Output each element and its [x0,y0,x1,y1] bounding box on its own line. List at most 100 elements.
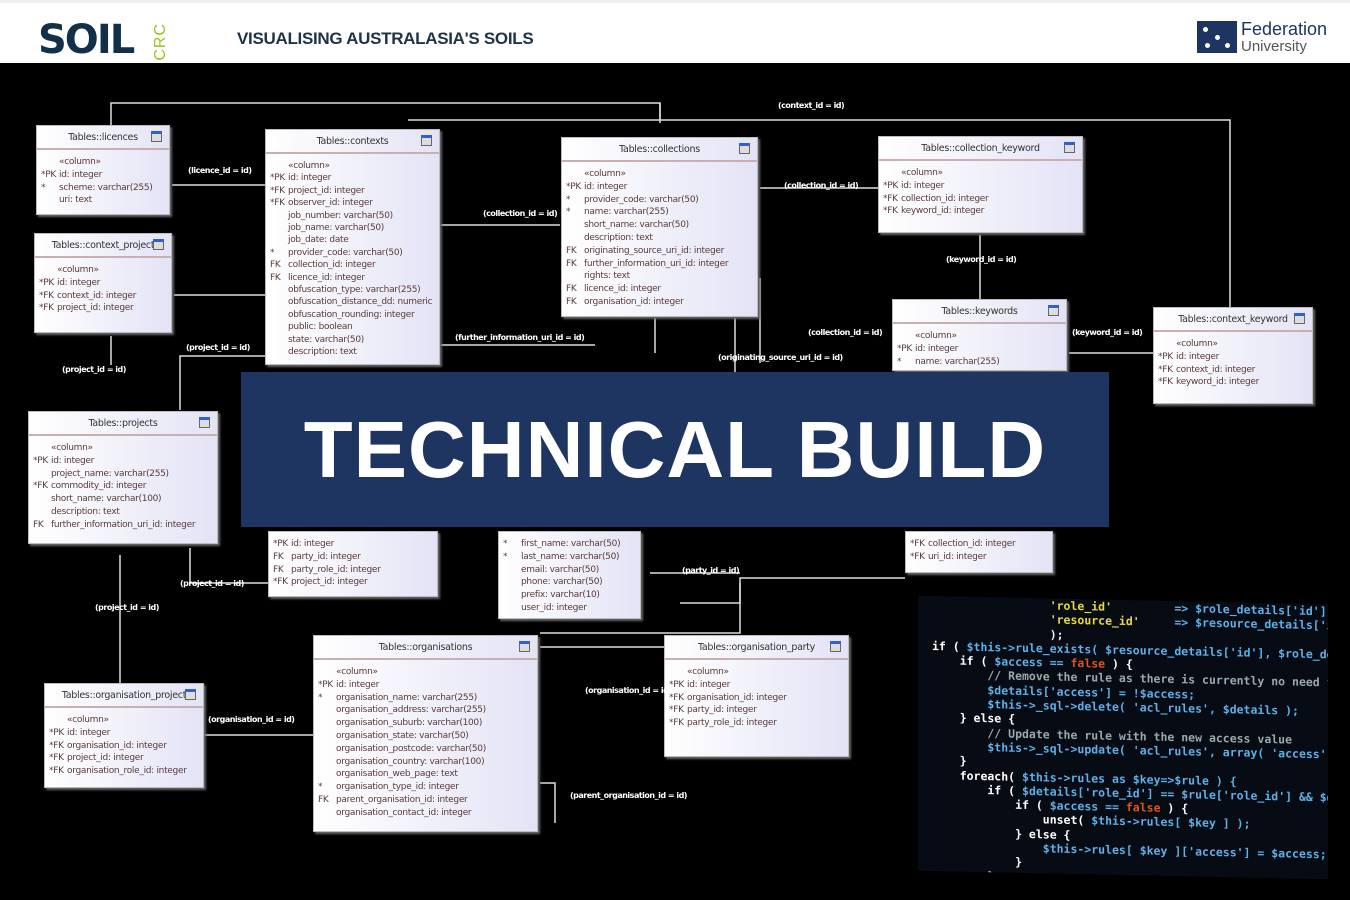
column-def: party_id: integer [291,551,361,562]
column-key: *PK [566,181,581,192]
column-def: organisation_state: varchar(50) [336,730,469,741]
banner-title: TECHNICAL BUILD [303,404,1047,494]
code-token: $this->rules[ $key ] ); [1091,813,1251,832]
table-column: «column» [39,264,167,277]
column-key: *PK [41,169,56,180]
column-key: FK [318,794,329,805]
column-def: licence_id: integer [288,272,365,283]
column-key: * [41,182,46,193]
code-token: ) { [1105,656,1133,672]
column-key: * [566,207,571,218]
column-def: «column» [584,169,626,179]
column-def: public: boolean [288,322,353,333]
column-def: organisation_id: integer [687,692,787,703]
table-column: «column» [270,160,435,172]
table-column: «column» [566,168,753,181]
column-def: id: integer [336,679,380,690]
table-column: organisation_web_page: text [318,768,533,781]
soil-crc-logo[interactable]: SOIL [38,17,135,63]
column-def: job_date: date [288,235,349,246]
connector-label: (project_id = id) [186,343,250,352]
table-icon [421,135,432,146]
table-icon [153,239,164,250]
column-def: organisation_address: varchar(255) [336,705,486,716]
connector-label: (keyword_id = id) [946,255,1017,264]
column-key: *FK [1158,364,1173,375]
connector-label: (organisation_id = id) [585,686,672,695]
federation-logo-icon [1197,21,1237,53]
column-key: *PK [883,180,898,191]
column-def: obfuscation_type: varchar(255) [288,285,421,296]
column-def: project_id: integer [288,185,365,196]
column-key: *FK [273,577,288,588]
column-def: collection_id: integer [288,260,376,271]
table-hidden-9[interactable]: *first_name: varchar(50)*last_name: varc… [498,531,641,619]
column-def: email: varchar(50) [521,564,599,575]
connector-label: (organisation_id = id) [208,715,295,724]
connector-label: (further_information_uri_id = id) [455,333,585,342]
code-token: if ( [932,781,1023,798]
column-key: *FK [1158,377,1173,388]
table-title: Tables::organisations [314,636,537,660]
table-icon [185,689,196,700]
table-column: organisation_state: varchar(50) [318,730,533,743]
table-column: user_id: integer [503,602,636,615]
column-def: collection_id: integer [928,539,1016,549]
connector-label: (collection_id = id) [784,181,859,190]
table-column: obfuscation_distance_dd: numeric [270,296,435,308]
table-title: Tables::collections [562,138,757,162]
table-icon [199,417,210,428]
code-token: false [1125,800,1161,815]
table-title: Tables::keywords [893,300,1066,324]
table-column: «column» [1158,338,1308,351]
column-key: * [566,194,571,205]
column-def: organisation_role_id: integer [67,766,187,777]
column-def: description: text [584,232,653,243]
column-key: *FK [49,766,64,777]
column-def: project_id: integer [67,753,144,764]
connector-label: (project_id = id) [62,365,126,374]
column-key: *PK [33,455,48,466]
code-token: false [1070,656,1106,671]
column-def: «column» [336,667,378,677]
column-key: *PK [273,539,288,549]
table-column: organisation_postcode: varchar(50) [318,743,533,756]
code-token: $access == [994,654,1071,671]
column-key: FK [566,258,577,269]
column-def: «column» [57,265,99,275]
table-column: short_name: varchar(100) [33,493,213,506]
column-key: *PK [49,727,64,738]
table-column: «column» [33,442,213,455]
connector-label: (collection_id = id) [808,328,883,337]
column-def: name: varchar(255) [584,207,669,218]
federation-university-logo[interactable]: Federation University [1197,20,1337,57]
column-def: observer_id: integer [288,198,373,209]
table-column: description: text [566,232,753,245]
column-def: «column» [67,715,109,725]
column-key: *FK [669,705,684,716]
column-def: provider_code: varchar(50) [584,194,699,205]
